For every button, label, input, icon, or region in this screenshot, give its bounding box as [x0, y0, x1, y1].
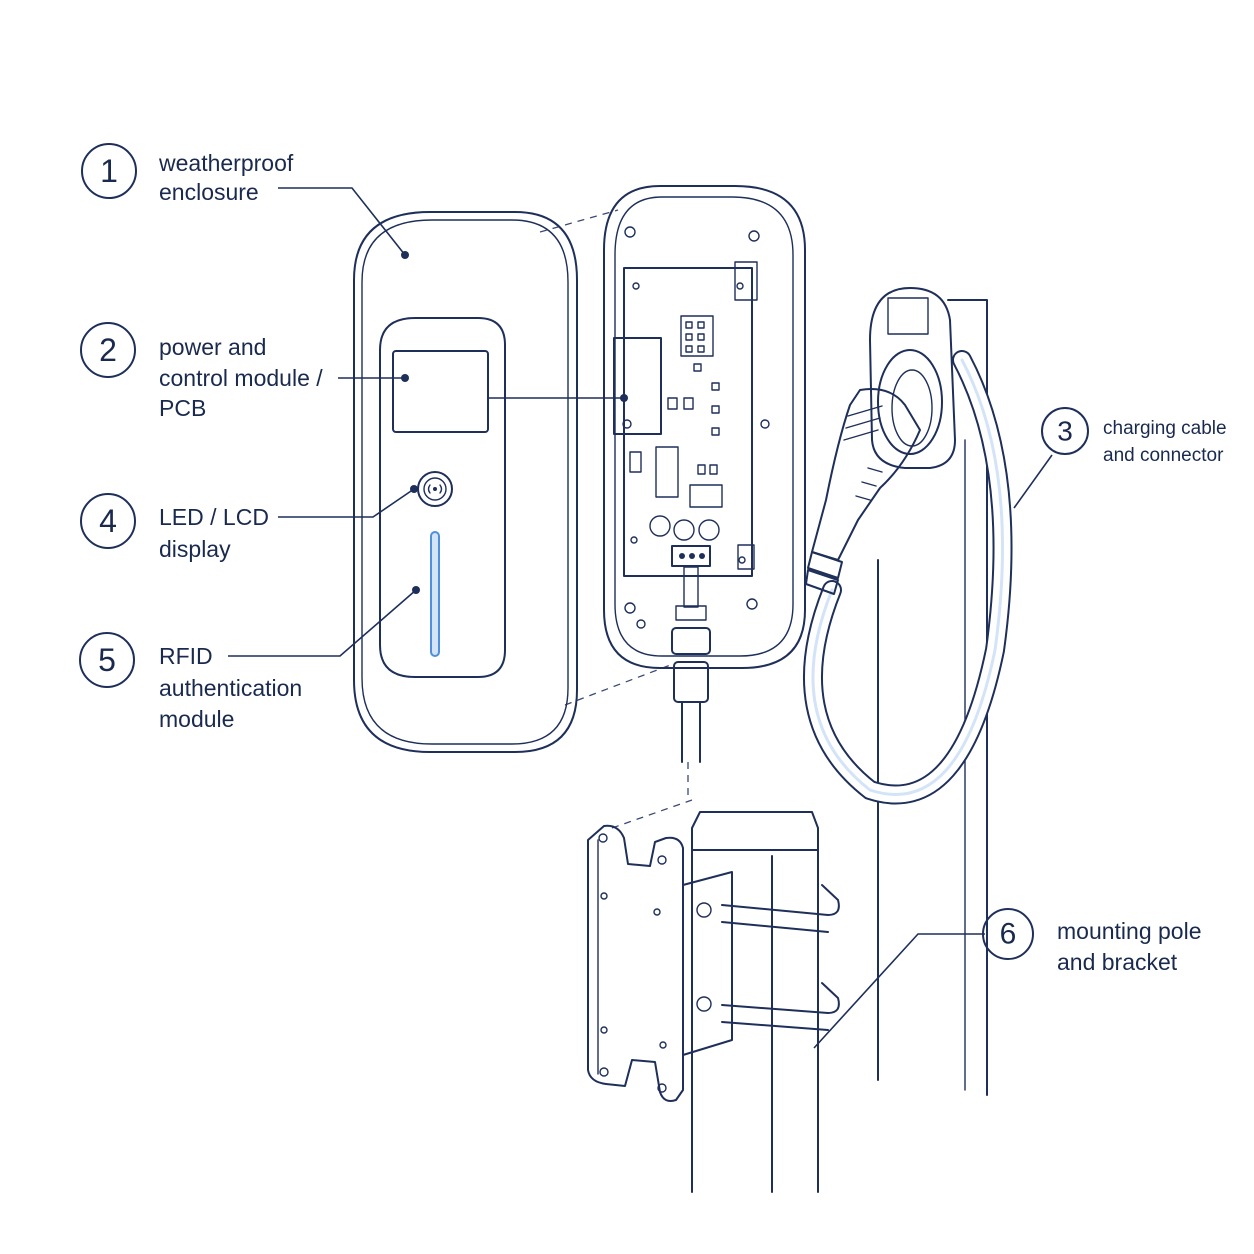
callout-number: 1	[100, 153, 118, 189]
callout-number: 6	[1000, 918, 1017, 951]
callout-number: 3	[1057, 416, 1073, 447]
callout-1: 1 weatherproof enclosure	[81, 143, 294, 205]
mounting-bracket	[587, 811, 840, 1193]
callout-circle	[982, 908, 1034, 960]
callout-label-line: RFID	[159, 643, 213, 669]
back-housing	[603, 185, 806, 669]
callout-label-line: module	[159, 706, 234, 732]
callout-6: 6 mounting pole and bracket	[982, 908, 1202, 975]
led-strip	[430, 531, 440, 657]
rfid-wave-icon	[427, 484, 443, 494]
callout-circle	[80, 322, 136, 378]
connector-holster	[869, 287, 956, 469]
callout-label-line: authentication	[159, 675, 302, 701]
charging-cable	[802, 350, 1013, 805]
callout-circle	[1041, 407, 1089, 455]
assembly-guides	[539, 209, 693, 829]
callout-circle	[81, 143, 137, 199]
callout-label-line: PCB	[159, 395, 206, 421]
callout-label-line: power and	[159, 334, 266, 360]
callout-4: 4 LED / LCD display	[80, 493, 269, 562]
leader-lines	[228, 187, 1053, 1049]
callout-circle	[80, 493, 136, 549]
callout-label-line: weatherproof	[158, 150, 294, 176]
callout-number: 5	[98, 642, 116, 678]
callout-3: 3 charging cable and connector	[1041, 407, 1227, 466]
relay-block	[613, 337, 662, 435]
callout-label-line: and bracket	[1057, 949, 1178, 975]
callout-label-line: and connector	[1103, 445, 1224, 466]
callout-number: 4	[99, 503, 117, 539]
cable-gland	[671, 566, 711, 763]
callout-label-line: enclosure	[159, 179, 259, 205]
front-cover	[353, 211, 578, 753]
callout-label-line: LED / LCD	[159, 504, 269, 530]
callout-number: 2	[99, 332, 117, 368]
callout-label-line: control module /	[159, 365, 323, 391]
callout-circle	[79, 632, 135, 688]
callout-label-line: display	[159, 536, 231, 562]
lcd-screen	[392, 350, 489, 433]
callout-label-line: mounting pole	[1057, 918, 1202, 944]
mounting-pole	[877, 299, 988, 1096]
callout-5: 5 RFID authentication module	[79, 632, 302, 732]
charging-connector-plug	[805, 388, 921, 595]
pcb-board	[613, 267, 753, 577]
callout-2: 2 power and control module / PCB	[80, 322, 323, 421]
callout-label-line: charging cable	[1103, 418, 1227, 439]
